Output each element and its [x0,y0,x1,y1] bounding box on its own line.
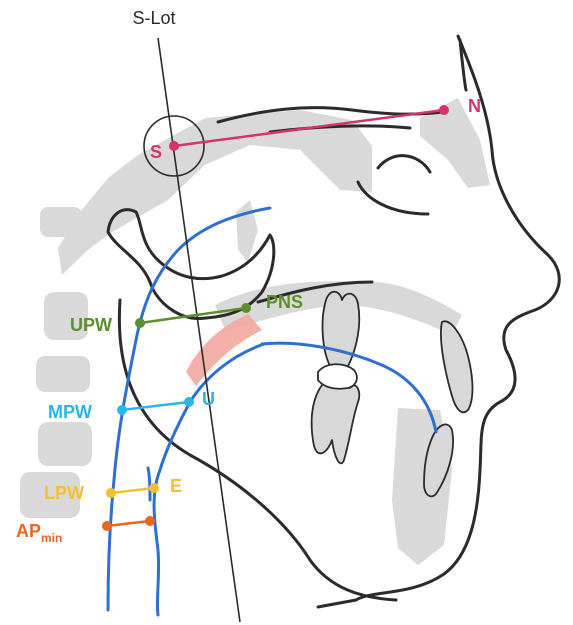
point-s [169,141,179,151]
lpw-label: LPW [44,483,84,503]
crown-pair [318,364,357,388]
upw-point-posterior [135,318,145,328]
point-e [149,483,159,493]
upw-label: UPW [70,315,112,335]
point-n [439,105,449,115]
e-label: E [170,476,182,496]
upper-incisor [441,321,473,412]
apmin-label-main: AP [16,521,41,541]
u-label: U [202,389,215,409]
upper-molar [323,292,360,373]
point-u [184,397,194,407]
apmin-point-anterior [145,516,155,526]
s-lot-label: S-Lot [132,8,175,28]
point-n-label: N [468,96,481,116]
lpw-point-posterior [106,488,116,498]
point-s-label: S [150,142,162,162]
lower-molar [312,379,360,464]
apmin-label-sub: min [41,531,62,545]
apmin-label: APmin [16,521,62,545]
mpw-point-posterior [117,405,127,415]
mpw-label: MPW [48,402,92,422]
point-pns [241,303,251,313]
teeth [312,292,473,497]
apmin-point-posterior [102,521,112,531]
mpw-measure [117,397,194,415]
pns-label: PNS [266,292,303,312]
